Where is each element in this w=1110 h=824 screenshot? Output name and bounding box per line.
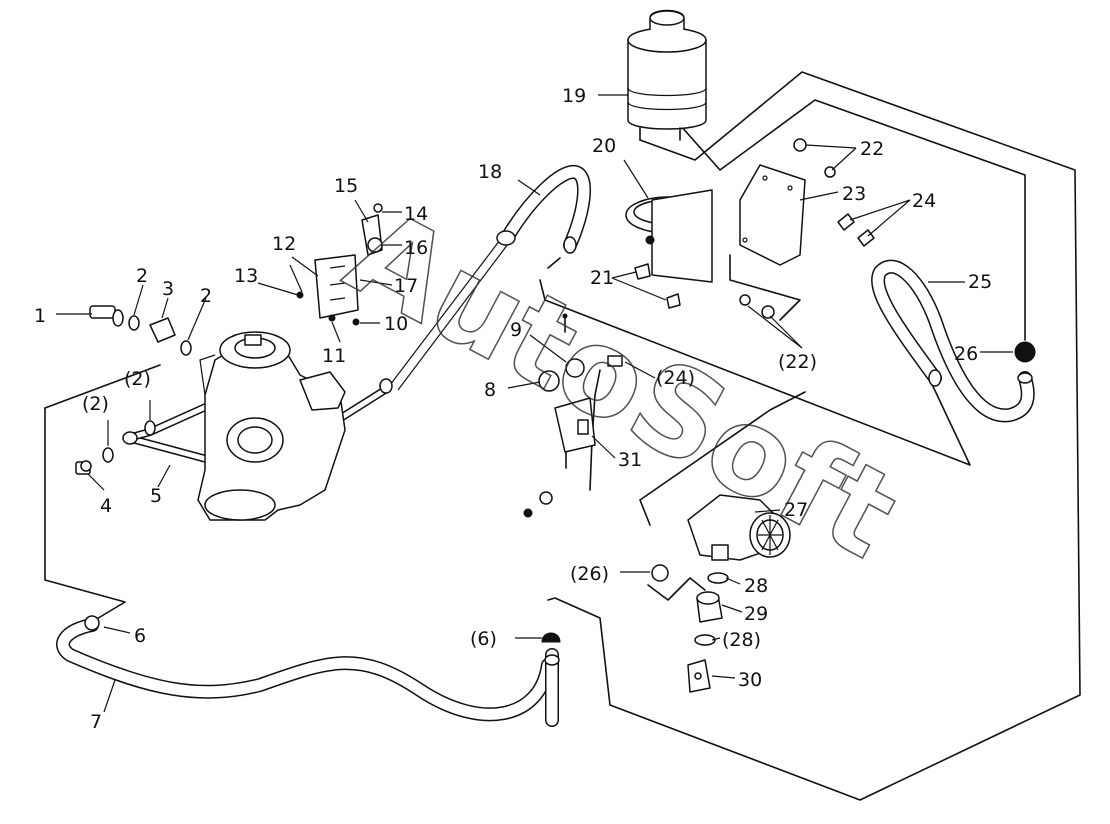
hose-7 bbox=[56, 618, 555, 722]
hose-18-fitting-a bbox=[496, 230, 516, 246]
label-22a: 22 bbox=[860, 138, 884, 160]
seal-6b bbox=[541, 632, 561, 643]
hose-25 bbox=[871, 259, 1035, 423]
washer-lower bbox=[539, 491, 553, 505]
label-2b: 2 bbox=[200, 285, 212, 307]
label-28b: (28) bbox=[722, 629, 761, 651]
hose-18 bbox=[501, 165, 592, 252]
bolts-24 bbox=[837, 213, 875, 247]
label-29: 29 bbox=[744, 603, 768, 625]
mounting-plate-23 bbox=[739, 164, 806, 266]
label-7: 7 bbox=[90, 711, 102, 733]
label-28a: 28 bbox=[744, 575, 768, 597]
banjo-3 bbox=[149, 317, 176, 343]
hose-25-end-b bbox=[1017, 372, 1033, 384]
leader-lines bbox=[56, 94, 1013, 713]
label-2a: 2 bbox=[136, 265, 148, 287]
label-16: 16 bbox=[404, 237, 428, 259]
oring-28a bbox=[707, 572, 729, 584]
label-6b: (6) bbox=[470, 628, 497, 650]
nut-lower bbox=[523, 508, 533, 518]
washer-9 bbox=[565, 358, 585, 378]
label-24a: 24 bbox=[912, 190, 936, 212]
fitting-30 bbox=[687, 659, 711, 693]
label-6: 6 bbox=[134, 625, 146, 647]
label-27: 27 bbox=[784, 499, 808, 521]
label-2d: (2) bbox=[82, 393, 109, 415]
bolt-9-top bbox=[562, 313, 568, 333]
seal-6a bbox=[84, 615, 100, 631]
label-3: 3 bbox=[162, 278, 174, 300]
label-20: 20 bbox=[592, 135, 616, 157]
seal-26b bbox=[651, 564, 669, 582]
label-4: 4 bbox=[100, 495, 112, 517]
label-9: 9 bbox=[510, 319, 522, 341]
bolt-11 bbox=[328, 314, 336, 322]
bolts-22 bbox=[739, 138, 836, 319]
washer-2a bbox=[128, 315, 140, 331]
label-12: 12 bbox=[272, 233, 296, 255]
oil-reservoir-19 bbox=[627, 9, 707, 141]
label-24b: (24) bbox=[656, 367, 695, 389]
label-25: 25 bbox=[968, 271, 992, 293]
label-23: 23 bbox=[842, 183, 866, 205]
label-26b: (26) bbox=[570, 563, 609, 585]
label-15: 15 bbox=[334, 175, 358, 197]
bolt-24-lower bbox=[607, 355, 623, 367]
label-14: 14 bbox=[404, 203, 428, 225]
bracket-31 bbox=[554, 397, 596, 453]
pipe-end-5 bbox=[122, 431, 138, 445]
label-31: 31 bbox=[618, 449, 642, 471]
label-10: 10 bbox=[384, 313, 408, 335]
bolt-10 bbox=[352, 318, 360, 326]
label-5: 5 bbox=[150, 485, 162, 507]
label-1: 1 bbox=[34, 305, 46, 327]
hose-6-end-ring bbox=[544, 654, 560, 666]
pipe-nut-5 bbox=[379, 378, 393, 394]
label-17: 17 bbox=[394, 275, 418, 297]
washer-2c bbox=[144, 420, 156, 436]
label-22b: (22) bbox=[778, 351, 817, 373]
assembly-outline-lines bbox=[44, 71, 1081, 801]
label-18: 18 bbox=[478, 161, 502, 183]
label-11: 11 bbox=[322, 345, 346, 367]
pipe-feed bbox=[389, 239, 509, 391]
steering-gear bbox=[197, 331, 346, 521]
seal-26a bbox=[1014, 341, 1036, 363]
hose-25-end bbox=[928, 369, 942, 387]
label-13: 13 bbox=[234, 265, 258, 287]
part-labels: 1 2 3 2 (2) (2) 4 5 6 7 (6) 8 9 10 11 12… bbox=[34, 85, 992, 733]
bracket-17 bbox=[314, 254, 359, 319]
washer-2b bbox=[180, 340, 192, 356]
hose-18-fitting-b bbox=[563, 236, 577, 254]
label-8: 8 bbox=[484, 379, 496, 401]
fitting-banjo-bolt-1 bbox=[89, 305, 124, 327]
fitting-29 bbox=[696, 591, 723, 623]
reservoir-bracket-20 bbox=[625, 189, 713, 283]
nut-8 bbox=[538, 370, 560, 392]
label-30: 30 bbox=[738, 669, 762, 691]
label-2c: (2) bbox=[124, 368, 151, 390]
washer-2d bbox=[102, 447, 114, 463]
label-26a: 26 bbox=[954, 343, 978, 365]
bolts-21 bbox=[634, 263, 681, 309]
oring-28b bbox=[694, 634, 716, 646]
bolt-4 bbox=[75, 460, 92, 475]
label-21: 21 bbox=[590, 267, 614, 289]
label-19: 19 bbox=[562, 85, 586, 107]
clamp-14-16 bbox=[361, 203, 383, 256]
